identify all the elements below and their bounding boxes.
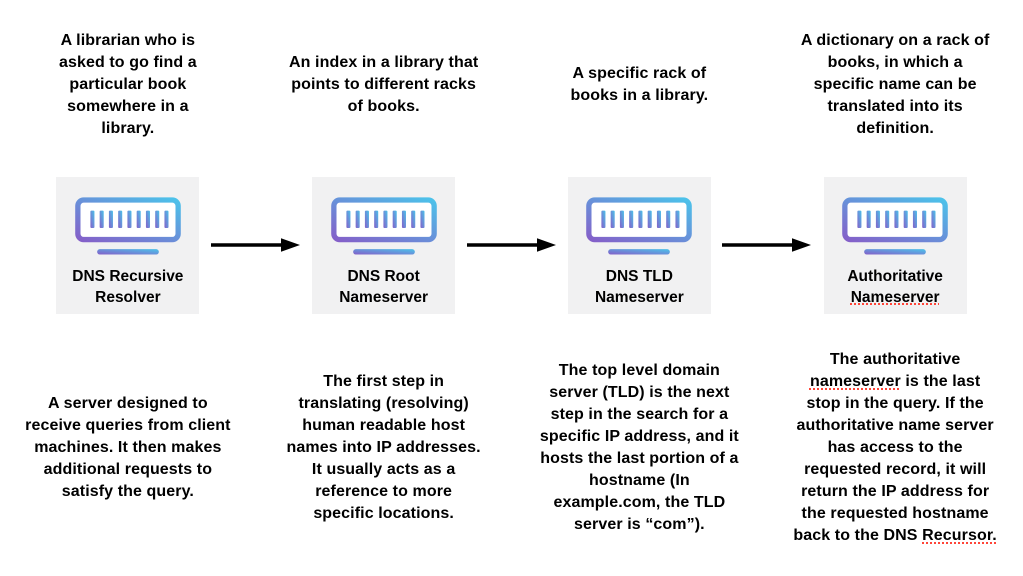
description-part-misspelled: Recursor.	[922, 527, 997, 544]
description-cell-tld-nameserver: The top level domain server (TLD) is the…	[512, 320, 768, 576]
analogy-cell-tld-nameserver: A specific rack of books in a library.	[512, 0, 768, 170]
server-icon	[75, 196, 181, 254]
right-arrow-icon	[210, 238, 300, 252]
analogy-row: A librarian who is asked to go find a pa…	[0, 0, 1023, 170]
server-label: Authoritative Nameserver	[847, 266, 943, 308]
server-icon	[586, 196, 693, 254]
server-label-line: Authoritative	[847, 267, 943, 285]
description-row: A server designed to receive queries fro…	[0, 320, 1023, 576]
server-card-dns-tld-nameserver: DNS TLD Nameserver	[567, 176, 711, 314]
server-icon	[842, 196, 948, 254]
analogy-text: A librarian who is asked to go find a pa…	[58, 32, 197, 137]
analogy-text: A dictionary on a rack of books, in whic…	[800, 32, 990, 137]
server-card-dns-recursive-resolver: DNS Recursive Resolver	[56, 176, 200, 314]
description-text: The top level domain server (TLD) is the…	[539, 362, 739, 533]
description-part: is the last stop in the query. If the au…	[793, 373, 994, 544]
description-cell-authoritative-nameserver: The authoritative nameserver is the last…	[767, 320, 1023, 576]
analogy-text: A specific rack of books in a library.	[570, 65, 709, 104]
server-label: DNS Root Nameserver	[339, 267, 428, 306]
server-icon	[330, 196, 437, 254]
server-label: DNS TLD Nameserver	[594, 267, 684, 306]
description-cell-recursive-resolver: A server designed to receive queries fro…	[0, 320, 256, 576]
server-card-authoritative-nameserver: Authoritative Nameserver	[823, 176, 967, 314]
description-text: The first step in translating (resolving…	[286, 373, 481, 522]
analogy-cell-recursive-resolver: A librarian who is asked to go find a pa…	[0, 0, 256, 170]
description-part: The authoritative	[829, 351, 961, 368]
server-card-dns-root-nameserver: DNS Root Nameserver	[312, 176, 456, 314]
server-label: DNS Recursive Resolver	[72, 267, 184, 306]
right-arrow-icon	[722, 238, 812, 252]
server-label-line-misspelled: Nameserver	[850, 288, 940, 306]
analogy-text: An index in a library that points to dif…	[288, 54, 479, 115]
server-row: DNS Recursive Resolver DNS Root Nameserv…	[0, 170, 1023, 320]
analogy-cell-root-nameserver: An index in a library that points to dif…	[256, 0, 512, 170]
right-arrow-icon	[466, 238, 556, 252]
description-text: A server designed to receive queries fro…	[25, 395, 231, 500]
analogy-cell-authoritative-nameserver: A dictionary on a rack of books, in whic…	[767, 0, 1023, 170]
description-cell-root-nameserver: The first step in translating (resolving…	[256, 320, 512, 576]
description-part-misspelled: nameserver	[809, 373, 901, 390]
description-text: The authoritative nameserver is the last…	[792, 349, 998, 547]
